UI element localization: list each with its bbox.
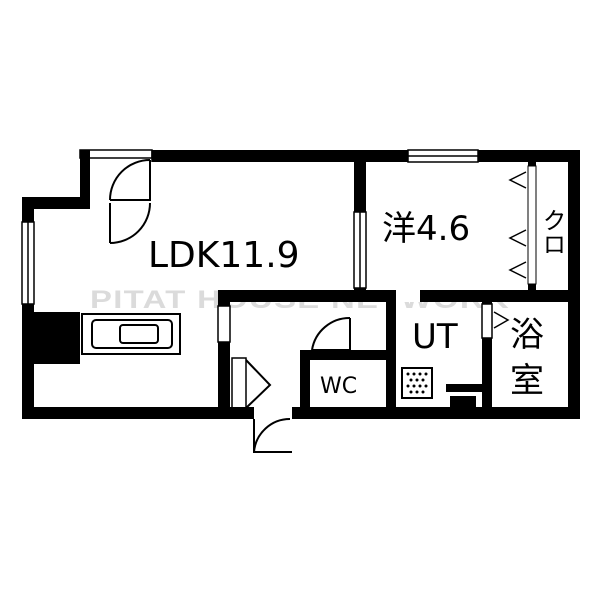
western-room-label: 洋4.6: [382, 209, 470, 249]
porch-frame: [79, 149, 153, 200]
doors: [109, 159, 351, 453]
closet-label: クロ: [538, 208, 566, 256]
interior-walls: [34, 150, 580, 419]
bath-door-icon: [493, 311, 510, 329]
windows: [21, 149, 537, 419]
toilet-label: WC: [320, 374, 357, 399]
utility-label: UT: [412, 317, 458, 357]
ldk-label: LDK11.9: [148, 235, 300, 276]
bath-label-line1: 浴: [510, 315, 544, 355]
bath-label-line2: 室: [510, 361, 544, 401]
closet-folding-doors: [508, 171, 527, 279]
kitchen-counter: [81, 313, 181, 355]
washing-machine-spot: [401, 367, 433, 399]
